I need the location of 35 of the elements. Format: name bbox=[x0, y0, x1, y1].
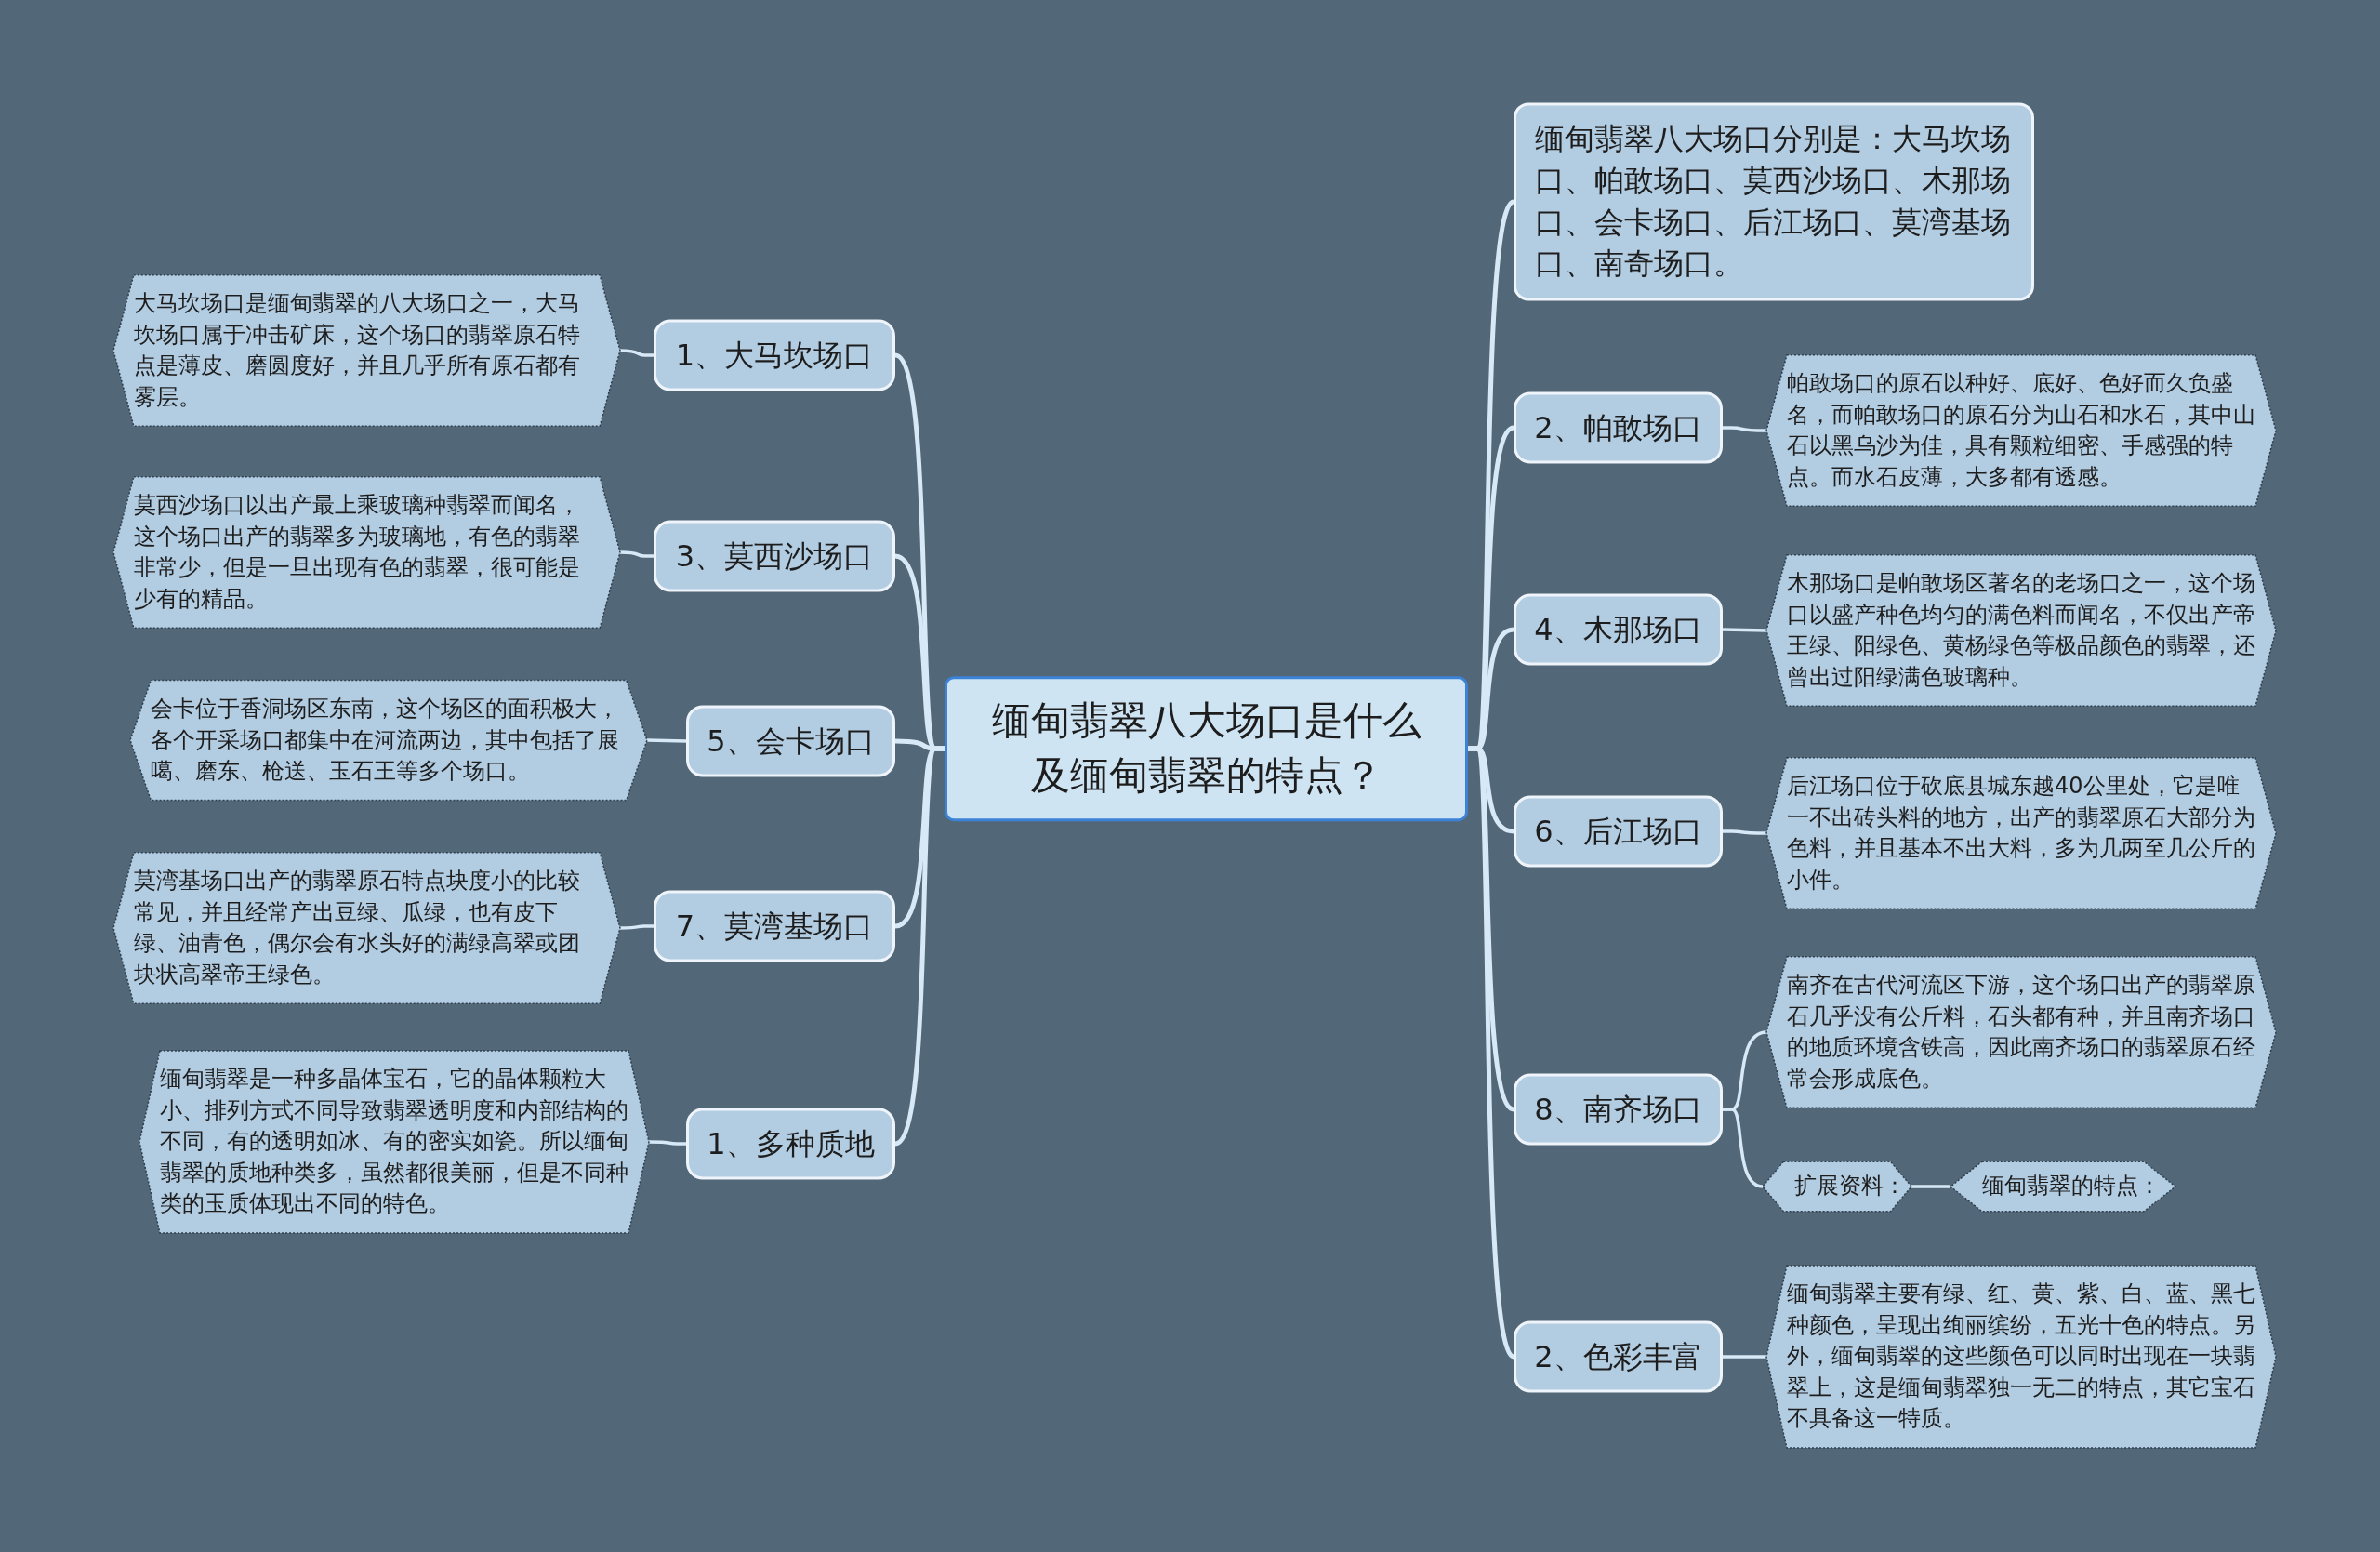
connector-line bbox=[1723, 1108, 1764, 1188]
connector-line bbox=[620, 924, 654, 930]
connector-line bbox=[649, 1140, 686, 1146]
note-tag: 扩展资料： bbox=[1763, 1161, 1911, 1212]
connector-line bbox=[646, 738, 687, 743]
branch-topic: 8、南齐场口 bbox=[1514, 1073, 1723, 1146]
note-box: 后江场口位于砍底县城东越40公里处，它是唯一不出砖头料的地方，出产的翡翠原石大部分为色料，并且基本不出大料，多为几两至几公斤的小件。 bbox=[1766, 757, 2276, 909]
note-box: 莫西沙场口以出产最上乘玻璃种翡翠而闻名，这个场口出产的翡翠多为玻璃地，有色的翡翠非常少，但是一旦出现有色的翡翠，很可能是少有的精品。 bbox=[113, 476, 620, 629]
note-box: 木那场口是帕敢场区著名的老场口之一，这个场口以盛产种色均匀的满色料而闻名，不仅出产帝王绿、阳绿色、黄杨绿色等极品颜色的翡翠，还曾出过阳绿满色玻璃种。 bbox=[1766, 554, 2276, 707]
connector-line bbox=[1723, 829, 1766, 835]
note-tag: 缅甸翡翠的特点： bbox=[1950, 1161, 2175, 1212]
branch-topic: 2、帕敢场口 bbox=[1514, 391, 1723, 464]
branch-topic: 2、色彩丰富 bbox=[1514, 1320, 1723, 1393]
note-box: 缅甸翡翠是一种多晶体宝石，它的晶体颗粒大小、排列方式不同导致翡翠透明度和内部结构的不同，有的透明如冰、有的密实如瓷。所以缅甸翡翠的质地种类多，虽然都很美丽，但是不同种类的玉质体现出不同的特色。 bbox=[139, 1051, 649, 1233]
note-box: 缅甸翡翠主要有绿、红、黄、紫、白、蓝、黑七种颜色，呈现出绚丽缤纷，五光十色的特点。另外，缅甸翡翠的这些颜色可以同时出现在一块翡翠上，这是缅甸翡翠独一无二的特点，其它宝石不具备这一特质。 bbox=[1766, 1266, 2276, 1448]
note-box: 帕敢场口的原石以种好、底好、色好而久负盛名，而帕敢场口的原石分为山石和水石，其中山石以黑乌沙为佳，具有颗粒细密、手感强的特点。而水石皮薄，大多都有透感。 bbox=[1766, 354, 2276, 507]
note-box: 大马坎场口是缅甸翡翠的八大场口之一，大马坎场口属于冲击矿床，这个场口的翡翠原石特点是薄皮、磨圆度好，并且几乎所有原石都有雾层。 bbox=[113, 274, 620, 427]
connector-line bbox=[1911, 1185, 1950, 1188]
connector-line bbox=[1722, 628, 1767, 632]
connector-line bbox=[1723, 426, 1766, 432]
connector-line bbox=[619, 550, 654, 558]
note-box: 会卡位于香洞场区东南，这个场区的面积极大，各个开采场口都集中在河流两边，其中包括了展噶、磨东、枪送、玉石王等多个场口。 bbox=[130, 680, 647, 801]
connector-line bbox=[1723, 1355, 1766, 1359]
branch-topic: 7、莫湾基场口 bbox=[654, 890, 895, 962]
branch-topic: 6、后江场口 bbox=[1514, 795, 1723, 868]
central-topic: 缅甸翡翠八大场口是什么及缅甸翡翠的特点？ bbox=[945, 676, 1468, 821]
note-box: 莫湾基场口出产的翡翠原石特点块度小的比较常见，并且经常产出豆绿、瓜绿，也有皮下绿、油青色，偶尔会有水头好的满绿高翠或团块状高翠帝王绿色。 bbox=[113, 852, 620, 1004]
branch-topic: 1、大马坎场口 bbox=[654, 319, 895, 391]
branch-topic: 5、会卡场口 bbox=[686, 705, 895, 777]
branch-topic: 1、多种质地 bbox=[686, 1108, 895, 1180]
branch-topic: 4、木那场口 bbox=[1514, 593, 1723, 666]
connector-line bbox=[619, 349, 654, 357]
note-box: 南齐在古代河流区下游，这个场口出产的翡翠原石几乎没有公斤料，石头都有种，并且南齐场口的地质环境含铁高，因此南齐场口的翡翠原石经常会形成底色。 bbox=[1766, 956, 2276, 1108]
branch-topic: 3、莫西沙场口 bbox=[654, 520, 895, 592]
summary-box: 缅甸翡翠八大场口分别是：大马坎场口、帕敢场口、莫西沙场口、木那场口、会卡场口、后江场口、莫湾基场口、南奇场口。 bbox=[1514, 102, 2034, 301]
